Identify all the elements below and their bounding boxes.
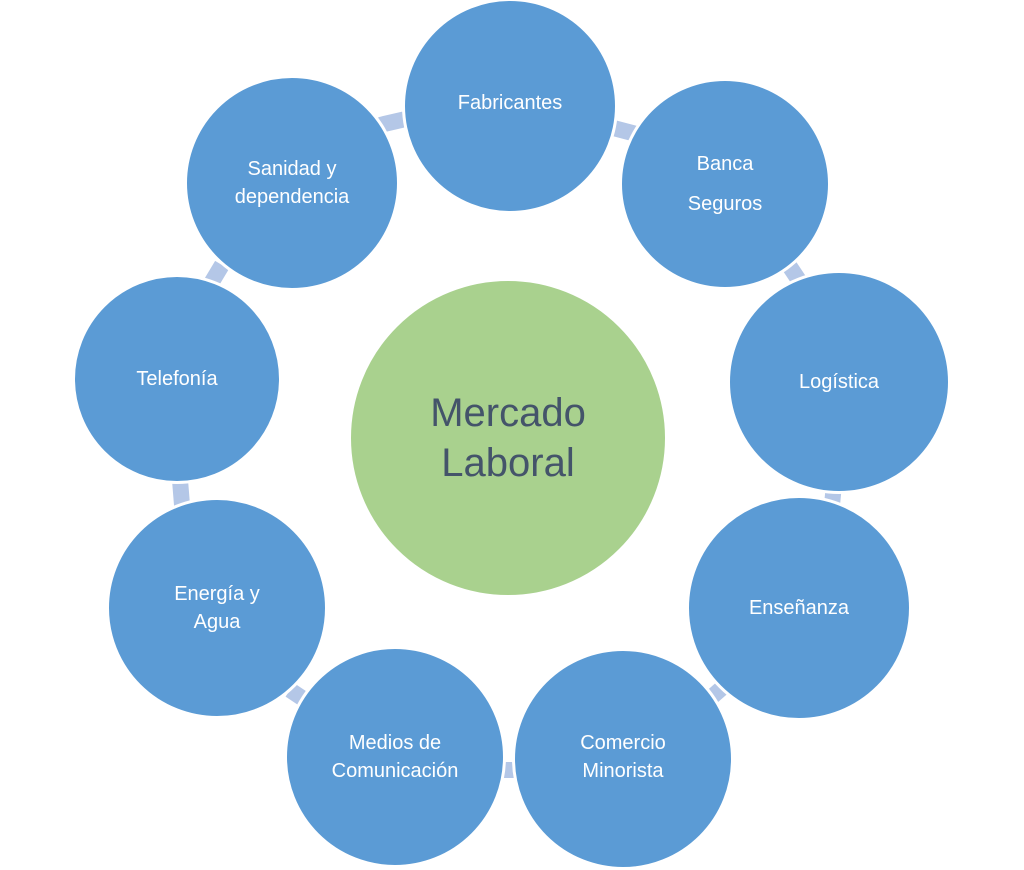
node-logistica-label: Logística: [798, 371, 880, 393]
node-medios-comunicacion: Medios de Comunicación: [284, 646, 506, 868]
node-seguros-label: Seguros: [687, 193, 763, 215]
node-medios-label: Medios de: [348, 732, 442, 754]
node-ensenanza: Enseñanza: [686, 495, 912, 721]
node-minorista-label: Minorista: [582, 760, 664, 782]
connector-energia-telefonia: [172, 479, 190, 506]
node-agua-label: Agua: [193, 611, 241, 633]
node-sanidad-label: Sanidad y: [247, 158, 337, 180]
node-telefonia: Telefonía: [72, 274, 282, 484]
center-node-mercado-laboral: Mercado Laboral: [348, 278, 668, 598]
node-energia-agua: Energía y Agua: [106, 497, 328, 719]
node-energia-label: Energía y: [174, 583, 260, 605]
node-comercio-label: Comercio: [580, 732, 666, 754]
node-logistica: Logística: [727, 270, 951, 494]
node-fabricantes: Fabricantes: [402, 0, 618, 214]
node-comercio-minorista: Comercio Minorista: [512, 648, 734, 870]
node-fabricantes-label: Fabricantes: [457, 92, 563, 114]
node-dependencia-label: dependencia: [234, 186, 350, 208]
node-ensenanza-label: Enseñanza: [748, 597, 850, 619]
node-comunicacion-label: Comunicación: [331, 760, 459, 782]
node-sanidad-dependencia: Sanidad y dependencia: [184, 75, 400, 291]
node-telefonia-label: Telefonía: [136, 368, 218, 390]
center-label-line2: Laboral: [441, 441, 575, 485]
node-banca-label: Banca: [696, 153, 754, 175]
center-label-line1: Mercado: [430, 391, 586, 435]
node-banca-seguros: Banca Seguros: [619, 78, 831, 290]
